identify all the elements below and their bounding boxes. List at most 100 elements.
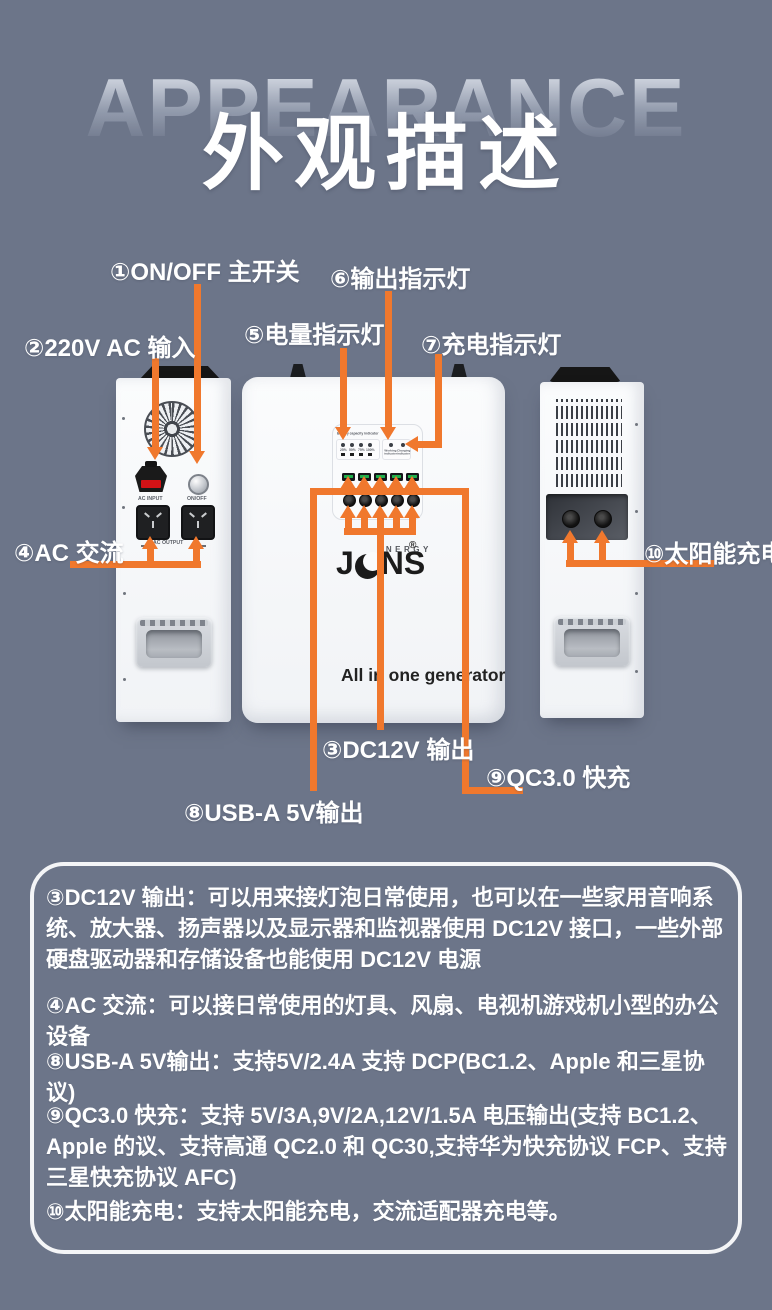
dc-arrow [388, 505, 404, 518]
tagline-text: All in one generator [341, 665, 506, 685]
working-led [389, 443, 393, 447]
callout-arrow-6 [380, 427, 396, 440]
usb-arrow [404, 476, 420, 489]
callout-arrow-10b [594, 530, 610, 543]
on-off-label: ON/OFF [187, 496, 207, 502]
battery-level-label: 75% [358, 448, 365, 452]
callout-label-7: ⑦充电指示灯 [421, 332, 562, 359]
dc-arrow-shaft [345, 517, 352, 528]
screw [635, 423, 638, 426]
callout-line-10 [566, 560, 714, 567]
usb-arrow [372, 476, 388, 489]
callout-label-1: ①ON/OFF 主开关 [110, 259, 300, 286]
description-qc30: ⑨QC3.0 快充：支持 5V/3A,9V/2A,12V/1.5A 电压输出(支… [46, 1103, 727, 1190]
screw [635, 510, 638, 513]
screw [122, 506, 125, 509]
usb-bus-line [310, 488, 469, 495]
dc-arrow [404, 505, 420, 518]
usb-arrow [388, 476, 404, 489]
callout-line-4-v2 [193, 548, 200, 562]
battery-tick [359, 453, 363, 456]
callout-arrow-1 [189, 451, 205, 464]
battery-led-25 [341, 443, 345, 447]
usb-arrow [340, 476, 356, 489]
callout-line-7 [435, 354, 442, 448]
battery-led-75 [359, 443, 363, 447]
screw [123, 592, 126, 595]
dc-arrow [340, 505, 356, 518]
callout-arrow-2 [147, 447, 163, 460]
callout-label-8: ⑧USB-A 5V输出 [184, 800, 364, 827]
battery-led-100 [368, 443, 372, 447]
battery-led-50 [350, 443, 354, 447]
callout-label-6: ⑥输出指示灯 [330, 266, 471, 293]
battery-tick [368, 453, 372, 456]
working-indicator-label: Working indicator [384, 448, 397, 455]
callout-line-10-v2 [599, 543, 606, 560]
callout-line-4-v1 [147, 548, 154, 562]
power-button [188, 474, 209, 495]
brand-sub-text: ENERGY [377, 545, 432, 554]
dc-arrow-shaft [393, 517, 400, 528]
mount-clip-right [451, 364, 467, 378]
background-word: APPEARANCE [0, 66, 772, 149]
ac-input-label: AC INPUT [138, 496, 163, 502]
callout-line-3 [377, 517, 384, 730]
callout-label-2: ②220V AC 输入 [24, 335, 196, 362]
callout-line-4 [70, 561, 201, 568]
registered-mark: ® [409, 540, 417, 551]
battery-tick [350, 453, 354, 456]
callout-arrow-7 [405, 436, 418, 452]
brand-letters-ns: NS [380, 545, 426, 581]
dc-arrow-shaft [361, 517, 368, 528]
dc-arrow [372, 505, 388, 518]
callout-line-1 [194, 284, 201, 452]
callout-line-7-h [417, 441, 442, 448]
callout-label-4: ④AC 交流 [14, 540, 124, 567]
callout-arrow-4a [142, 536, 158, 549]
dc-arrow [356, 505, 372, 518]
ac-input-cap [145, 461, 157, 467]
charging-indicator-label: Charging indicator [397, 448, 411, 455]
right-device-handle [549, 367, 621, 382]
brand-logo: J NS [336, 547, 425, 579]
description-dc12v: ③DC12V 输出：可以用来接灯泡日常使用，也可以在一些家用音响系统、放大器、扬… [46, 885, 724, 972]
screw [635, 670, 638, 673]
solar-input-recess [546, 494, 628, 540]
ac-output-socket-1 [136, 505, 170, 540]
callout-label-3: ③DC12V 输出 [322, 737, 475, 764]
description-solar: ⑩太阳能充电：支持太阳能充电，交流适配器充电等。 [46, 1199, 571, 1224]
vent-grille [556, 399, 622, 487]
callout-arrow-5 [335, 427, 351, 440]
callout-line-10-v1 [567, 543, 574, 560]
usb-arrow [356, 476, 372, 489]
solar-input-port-1 [562, 510, 580, 528]
callout-label-10: ⑩太阳能充电 [644, 541, 772, 568]
battery-level-label: 100% [366, 448, 375, 452]
solar-input-port-2 [594, 510, 612, 528]
callout-line-9 [462, 488, 469, 794]
callout-line-2 [152, 358, 159, 448]
callout-arrow-4b [188, 536, 204, 549]
screw [122, 417, 125, 420]
brand-letter-j: J [336, 545, 354, 581]
mount-clip-left [290, 364, 306, 378]
left-device-carry-handle [136, 617, 212, 667]
callout-line-8 [310, 488, 317, 791]
screw [123, 678, 126, 681]
ac-output-socket-2 [181, 505, 215, 540]
page-title: 外观描述 [201, 109, 570, 200]
description-usb: ⑧USB-A 5V输出：支持5V/2.4A 支持 DCP(BC1.2、Apple… [46, 1049, 705, 1105]
callout-label-9: ⑨QC3.0 快充 [486, 765, 631, 792]
description-box [30, 862, 742, 1254]
screw [635, 592, 638, 595]
callout-line-9-h [462, 787, 523, 794]
right-device-carry-handle [554, 616, 630, 666]
battery-tick [341, 453, 345, 456]
callout-arrow-10a [562, 530, 578, 543]
callout-line-6 [385, 291, 392, 428]
callout-line-5 [340, 348, 347, 428]
battery-level-label: 50% [349, 448, 356, 452]
battery-indicator-heading: Battery capacity indicator [337, 432, 379, 436]
